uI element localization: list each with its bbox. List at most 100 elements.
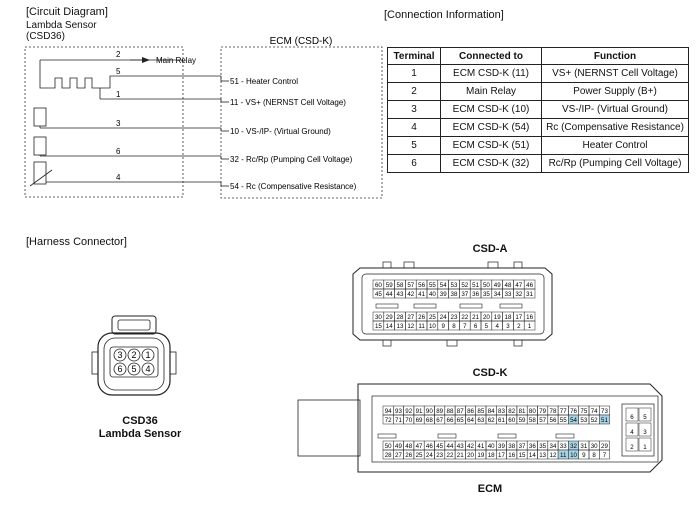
csdk-side-pin-6-box xyxy=(625,407,639,422)
csda-pin-50: 50 xyxy=(483,282,490,289)
csda-pin-35: 35 xyxy=(483,291,490,298)
csdk-pin-75: 75 xyxy=(580,408,587,415)
ecm-signal-11: 11 - VS+ (NERNST Cell Voltage) xyxy=(230,98,346,107)
csd36-pin: 1 xyxy=(145,350,150,360)
csdk-pin-69: 69 xyxy=(416,417,423,424)
csda-pin-42: 42 xyxy=(407,291,414,298)
ecm-signal-54: 54 - Rc (Compensative Resistance) xyxy=(230,182,357,191)
csda-pin-52: 52 xyxy=(461,282,468,289)
csdk-side-pin-3-box xyxy=(638,422,652,437)
csdk-pin-57: 57 xyxy=(539,417,546,424)
table-header-row: Terminal Connected to Function xyxy=(387,47,689,65)
csdk-pin-22: 22 xyxy=(447,452,454,459)
csda-pin-12: 12 xyxy=(407,323,414,330)
pin-label: 4 xyxy=(116,173,121,182)
csda-pin-4: 4 xyxy=(495,323,499,330)
csdk-pin-10: 10 xyxy=(570,452,577,459)
pin-label: 5 xyxy=(116,67,121,76)
csdk-pin-50: 50 xyxy=(385,443,392,450)
csdk-pin-7: 7 xyxy=(603,452,607,459)
csdk-pin-65: 65 xyxy=(457,417,464,424)
pin-label: 1 xyxy=(116,90,121,99)
csd36-label-code: CSD36 xyxy=(122,415,158,427)
csda-pin-6: 6 xyxy=(474,323,478,330)
csdk-pin-59: 59 xyxy=(519,417,526,424)
pin-label: 2 xyxy=(116,50,121,59)
csdk-pin-31: 31 xyxy=(580,443,587,450)
csda-pin-49: 49 xyxy=(494,282,501,289)
csdk-pin-70: 70 xyxy=(405,417,412,424)
csda-pin-19: 19 xyxy=(494,314,501,321)
csda-pin-53: 53 xyxy=(451,282,458,289)
csdk-pin-26: 26 xyxy=(405,452,412,459)
csdk-side-pin-3: 3 xyxy=(643,429,647,436)
csda-pin-36: 36 xyxy=(472,291,479,298)
csdk-pin-7-box xyxy=(599,449,610,460)
sensor-box xyxy=(24,46,184,198)
csda-pin-54: 54 xyxy=(440,282,447,289)
csdk-pin-58: 58 xyxy=(529,417,536,424)
csda-pin-1: 1 xyxy=(528,323,532,330)
csda-pin-55: 55 xyxy=(429,282,436,289)
csdk-pin-49: 49 xyxy=(395,443,402,450)
ecm-signal-51: 51 - Heater Control xyxy=(230,77,298,86)
cell-function: Rc/Rp (Pumping Cell Voltage) xyxy=(541,154,689,173)
csdk-pin-73: 73 xyxy=(601,408,608,415)
csdk-pin-82: 82 xyxy=(508,408,515,415)
csdk-side-pin-4-box xyxy=(625,422,639,437)
csda-pin-40: 40 xyxy=(429,291,436,298)
csda-pin-9: 9 xyxy=(441,323,445,330)
section-title-harness: [Harness Connector] xyxy=(26,236,127,248)
csda-pin-44: 44 xyxy=(386,291,393,298)
csda-pin-29: 29 xyxy=(386,314,393,321)
csda-pin-7: 7 xyxy=(463,323,467,330)
csda-pin-27: 27 xyxy=(407,314,414,321)
csdk-pin-15: 15 xyxy=(519,452,526,459)
csdk-pin-79: 79 xyxy=(539,408,546,415)
compensative-resistor-icon xyxy=(33,161,47,185)
csda-pin-23: 23 xyxy=(451,314,458,321)
ecm-box xyxy=(220,46,383,199)
csdk-pin-23: 23 xyxy=(436,452,443,459)
csda-pin-60: 60 xyxy=(375,282,382,289)
csdk-pin-63: 63 xyxy=(477,417,484,424)
nernst-cell-icon xyxy=(33,107,47,127)
csdk-pin-38: 38 xyxy=(508,443,515,450)
csda-pin-16: 16 xyxy=(526,314,533,321)
csdk-side-pin-6: 6 xyxy=(630,414,634,421)
csda-pin-3: 3 xyxy=(506,323,510,330)
csdk-pin-8: 8 xyxy=(592,452,596,459)
csdk-pin-16: 16 xyxy=(508,452,515,459)
relay-arrow-icon xyxy=(142,57,150,63)
csdk-pin-66: 66 xyxy=(447,417,454,424)
csda-pin-24: 24 xyxy=(440,314,447,321)
pumping-cell-icon xyxy=(33,136,47,156)
csdk-pin-20: 20 xyxy=(467,452,474,459)
csdk-pin-68: 68 xyxy=(426,417,433,424)
csdk-pin-47: 47 xyxy=(416,443,423,450)
csdk-pin-42: 42 xyxy=(467,443,474,450)
section-title-circuit: [Circuit Diagram] xyxy=(26,6,108,18)
csda-pin-25: 25 xyxy=(429,314,436,321)
csdk-pin-84: 84 xyxy=(488,408,495,415)
csda-pin-10: 10 xyxy=(429,323,436,330)
csdk-side-pin-2: 2 xyxy=(630,444,634,451)
csda-pin-51: 51 xyxy=(472,282,479,289)
ecm-box-title: ECM (CSD-K) xyxy=(270,36,333,47)
csda-title: CSD-A xyxy=(472,243,508,255)
csdk-pin-11: 11 xyxy=(560,452,567,459)
csdk-pin-62: 62 xyxy=(488,417,495,424)
csdk-pin-88: 88 xyxy=(447,408,454,415)
csd36-pin: 6 xyxy=(117,364,122,374)
csdk-pin-41: 41 xyxy=(477,443,484,450)
csda-pin-2: 2 xyxy=(517,323,521,330)
csdk-pin-35: 35 xyxy=(539,443,546,450)
csdk-pin-25: 25 xyxy=(416,452,423,459)
csdk-pin-39: 39 xyxy=(498,443,505,450)
